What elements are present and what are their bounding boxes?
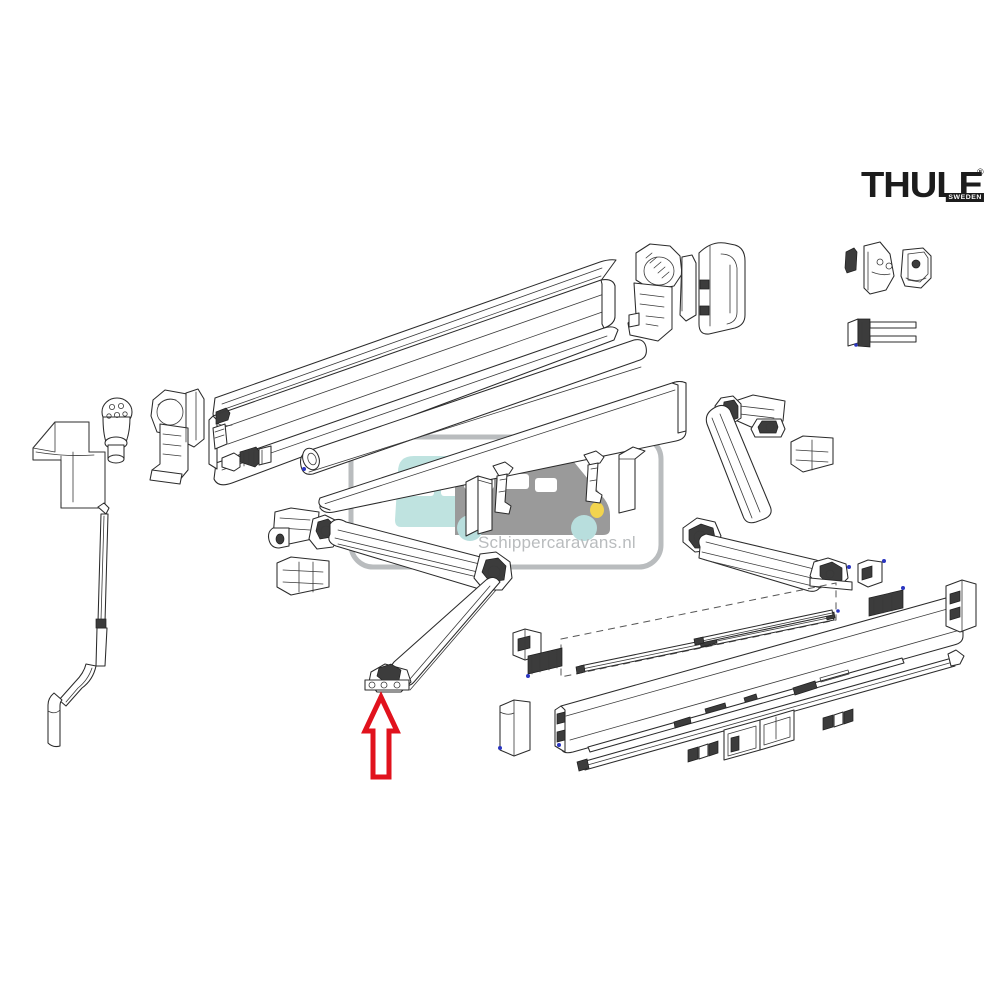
part-left-support-arm [267, 507, 513, 693]
part-knuckle-joint [101, 397, 133, 464]
brand-wordmark: THULE SWEDEN [861, 167, 984, 203]
part-crank-handle [47, 502, 110, 748]
part-lead-rail-end-cap [498, 699, 531, 757]
part-center-clip-right [583, 450, 605, 504]
part-arm-mounting-foot[interactable] [364, 663, 412, 693]
part-center-cover-right [618, 446, 646, 514]
part-tension-rafter-thin [587, 657, 905, 753]
part-center-clip [492, 461, 514, 515]
part-bracket-small-a [512, 628, 542, 661]
part-bracket-small-b [526, 647, 563, 678]
part-clip-set-b [822, 708, 854, 731]
part-arm-shoulder-bracket [267, 507, 320, 549]
part-small-cover-right [790, 435, 834, 473]
part-roller-tube [299, 339, 647, 475]
part-tension-rafter-lower [693, 609, 834, 646]
part-clip-set-a [687, 740, 719, 763]
registered-trademark-icon: ® [977, 167, 984, 177]
rafter-assembly-outline [560, 582, 837, 678]
part-center-cover [465, 475, 493, 537]
part-wall-bracket-set [844, 241, 932, 295]
part-gear-crank-mechanism [149, 388, 205, 485]
part-rail-adapter [847, 318, 917, 348]
watermark-wheel-icon [571, 515, 597, 541]
brand-logo: THULE SWEDEN ® [861, 167, 984, 203]
part-spline-connector [221, 445, 272, 472]
part-end-cap-cover [698, 242, 746, 335]
part-rail-end-bracket [945, 579, 977, 633]
part-fabric-valance [318, 380, 687, 514]
part-awning-case-profile [208, 259, 619, 486]
part-rafter-clamp-large [723, 709, 795, 761]
part-bracket-small-d [857, 559, 886, 588]
brand-subtext: SWEDEN [946, 193, 984, 202]
arrow-up-icon [361, 691, 401, 780]
part-right-support-arm [682, 394, 853, 592]
part-small-cover-left [276, 556, 330, 596]
part-drive-gearbox [627, 243, 697, 342]
part-bracket-small-c [868, 586, 905, 617]
part-tension-rafter-bottom [576, 649, 965, 772]
watermark-headlight-icon [590, 502, 604, 518]
watermark-text: Schippercaravans.nl [478, 533, 636, 552]
